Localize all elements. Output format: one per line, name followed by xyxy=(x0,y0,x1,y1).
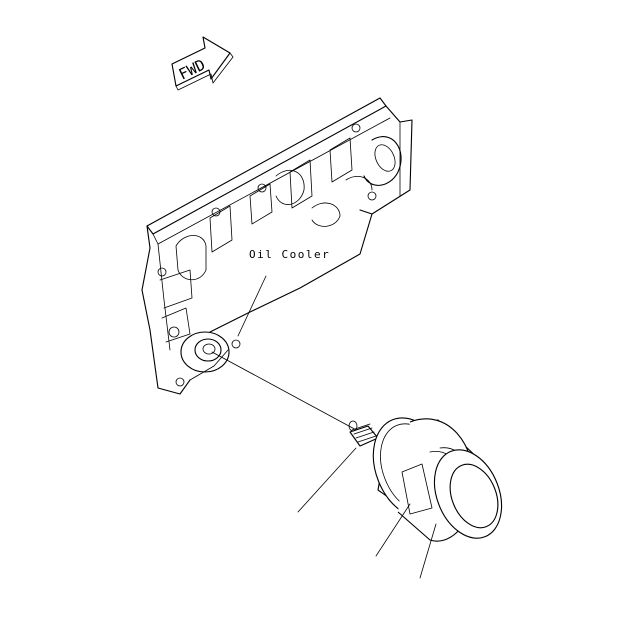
nipple-leader-line xyxy=(297,447,357,513)
connector-nipple xyxy=(348,420,379,447)
filter-leader-line-1 xyxy=(375,503,411,557)
oil-cooler-leader-line xyxy=(237,275,267,337)
filter-leader-line-2 xyxy=(419,523,437,579)
oil-cooler-label: Oil Cooler xyxy=(249,248,330,261)
oil-filter xyxy=(372,417,503,542)
oil-cooler-housing xyxy=(141,97,413,395)
assembly-centre-line xyxy=(211,351,361,433)
forward-direction-arrow-icon: FWD xyxy=(171,36,234,91)
